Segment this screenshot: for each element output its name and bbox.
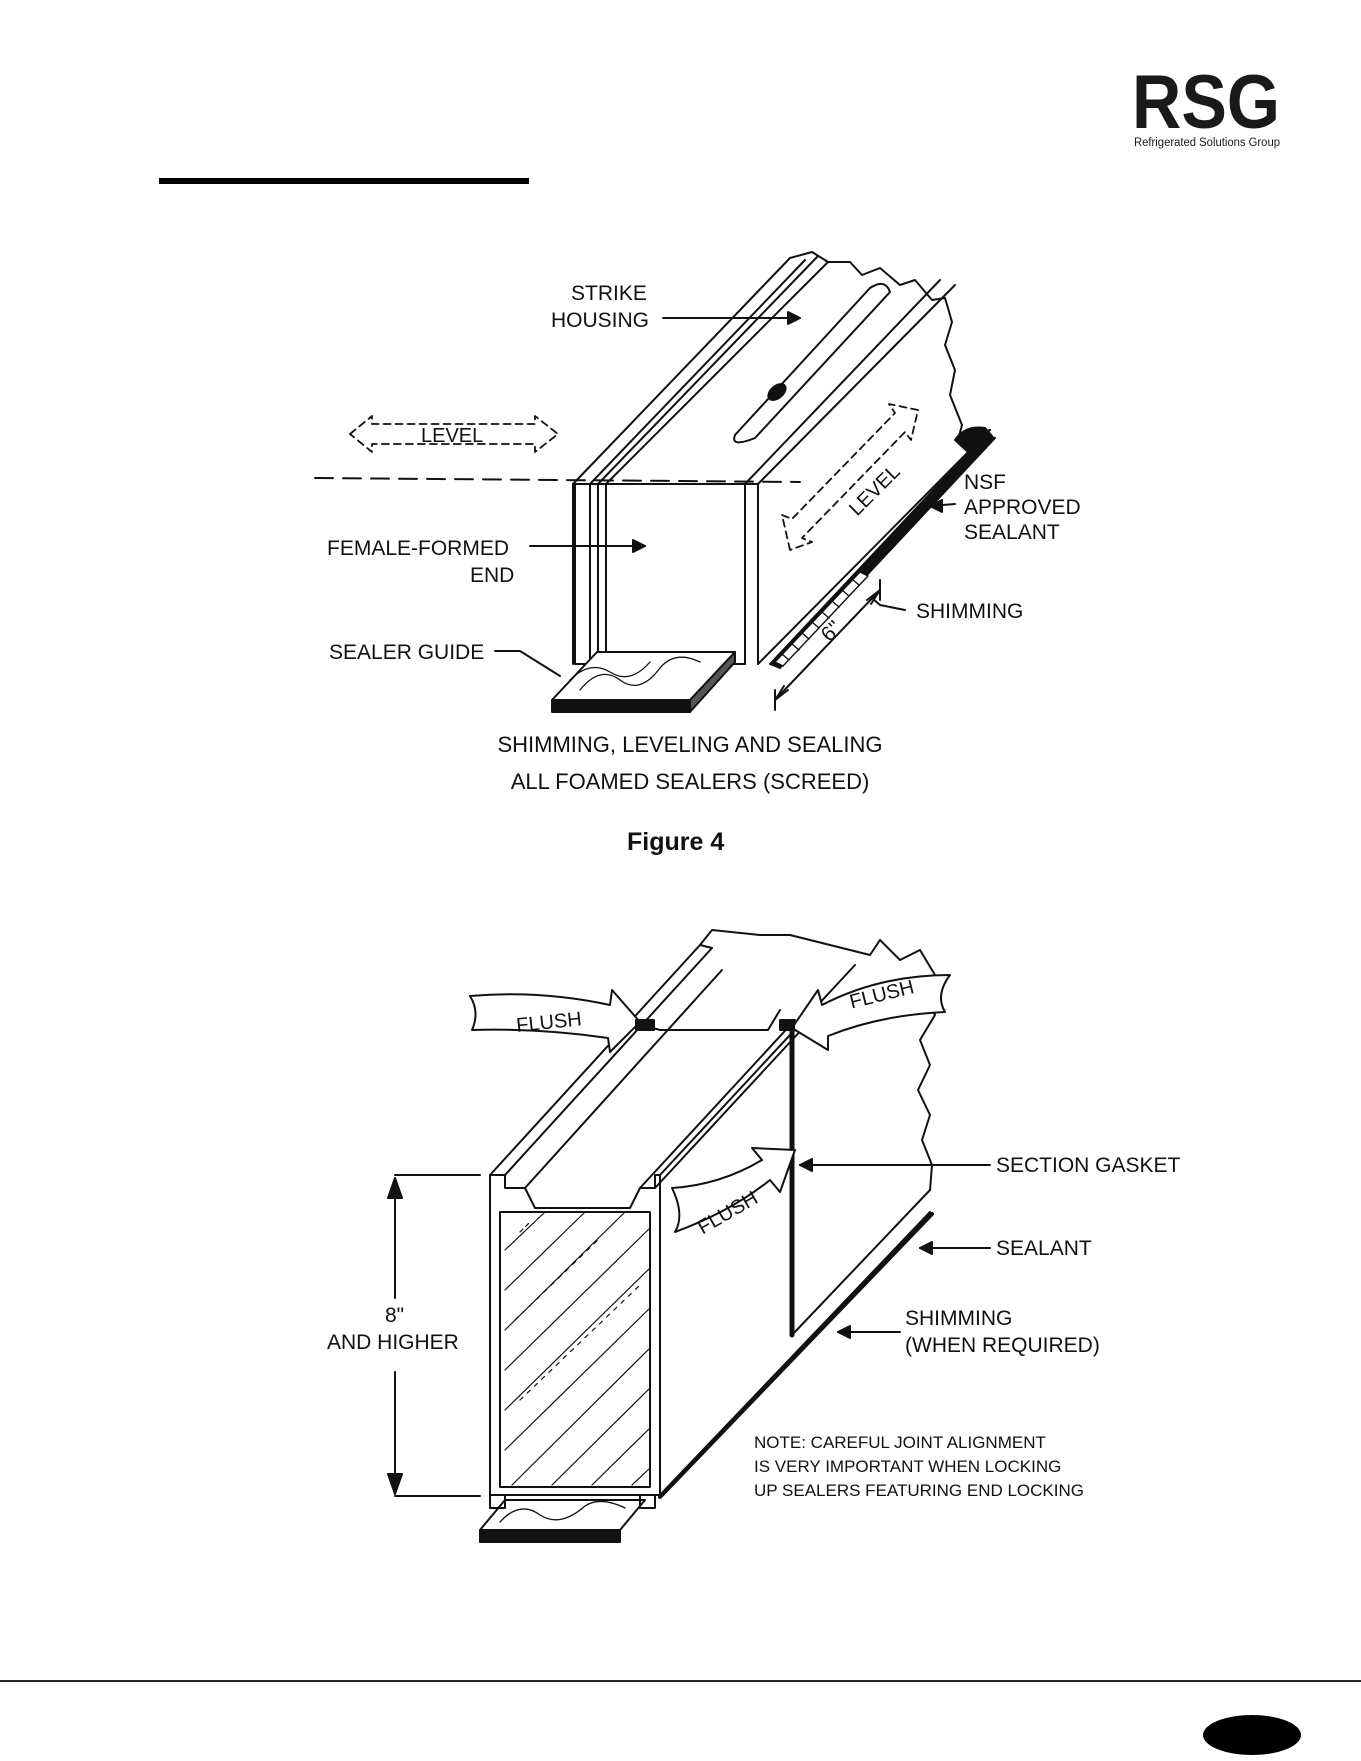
horizon-dashed-line — [314, 477, 801, 483]
level-arrow-right — [781, 403, 919, 551]
foam-core — [499, 1211, 651, 1488]
female-end-face — [574, 483, 746, 665]
label-shimming: SHIMMING — [905, 1307, 1012, 1330]
header-rule — [159, 178, 529, 184]
label-strike: STRIKE — [571, 282, 647, 305]
label-level-left: LEVEL — [421, 425, 483, 447]
label-flush-middle: FLUSH — [694, 1187, 762, 1239]
sealant-line — [658, 1212, 934, 1499]
label-nsf: NSF — [964, 471, 1006, 494]
page-number-badge — [1203, 1715, 1301, 1755]
label-section-gasket: SECTION GASKET — [996, 1154, 1181, 1177]
label-sealant: SEALANT — [996, 1237, 1092, 1260]
label-female-formed: FEMALE-FORMED — [327, 537, 509, 560]
label-flush-right: FLUSH — [847, 976, 916, 1013]
logo-tagline: Refrigerated Solutions Group — [1134, 137, 1280, 149]
label-housing: HOUSING — [551, 309, 649, 332]
label-level-right: LEVEL — [845, 461, 905, 521]
label-end: END — [470, 564, 514, 587]
label-when-required: (WHEN REQUIRED) — [905, 1334, 1100, 1357]
footer-rule — [0, 1680, 1361, 1682]
sealer-front-face — [489, 1174, 661, 1496]
label-approved: APPROVED — [964, 496, 1081, 519]
flush-arrow-right — [791, 974, 951, 1051]
note-line-3: UP SEALERS FEATURING END LOCKING — [754, 1481, 1084, 1500]
label-height: 8" — [385, 1304, 404, 1327]
strike-slot — [733, 282, 891, 444]
label-shimming: SHIMMING — [916, 600, 1023, 623]
figure-4-diagram: STRIKE HOUSING LEVEL LEVEL NSF APPROVED … — [314, 251, 1081, 713]
label-and-higher: AND HIGHER — [327, 1331, 459, 1354]
logo-text: RSG — [1132, 62, 1280, 145]
label-sealant: SEALANT — [964, 521, 1060, 544]
level-arrow-left — [349, 415, 559, 453]
note-line-2: IS VERY IMPORTANT WHEN LOCKING — [754, 1457, 1061, 1476]
note-line-1: NOTE: CAREFUL JOINT ALIGNMENT — [754, 1433, 1046, 1452]
label-sealer-guide: SEALER GUIDE — [329, 641, 484, 664]
shimming-block — [774, 571, 869, 667]
rsg-logo: RSG Refrigerated Solutions Group — [1132, 62, 1280, 149]
flush-arrow-left — [469, 989, 641, 1053]
figure-4-caption-line1: SHIMMING, LEVELING AND SEALING — [497, 732, 883, 757]
figure-4-caption-line2: ALL FOAMED SEALERS (SCREED) — [510, 769, 870, 794]
figure-4-title: Figure 4 — [627, 828, 725, 856]
torn-edge — [827, 261, 991, 441]
guide-board — [479, 1499, 646, 1531]
flush-arrow-middle — [671, 1147, 796, 1233]
label-flush-left: FLUSH — [515, 1008, 583, 1037]
